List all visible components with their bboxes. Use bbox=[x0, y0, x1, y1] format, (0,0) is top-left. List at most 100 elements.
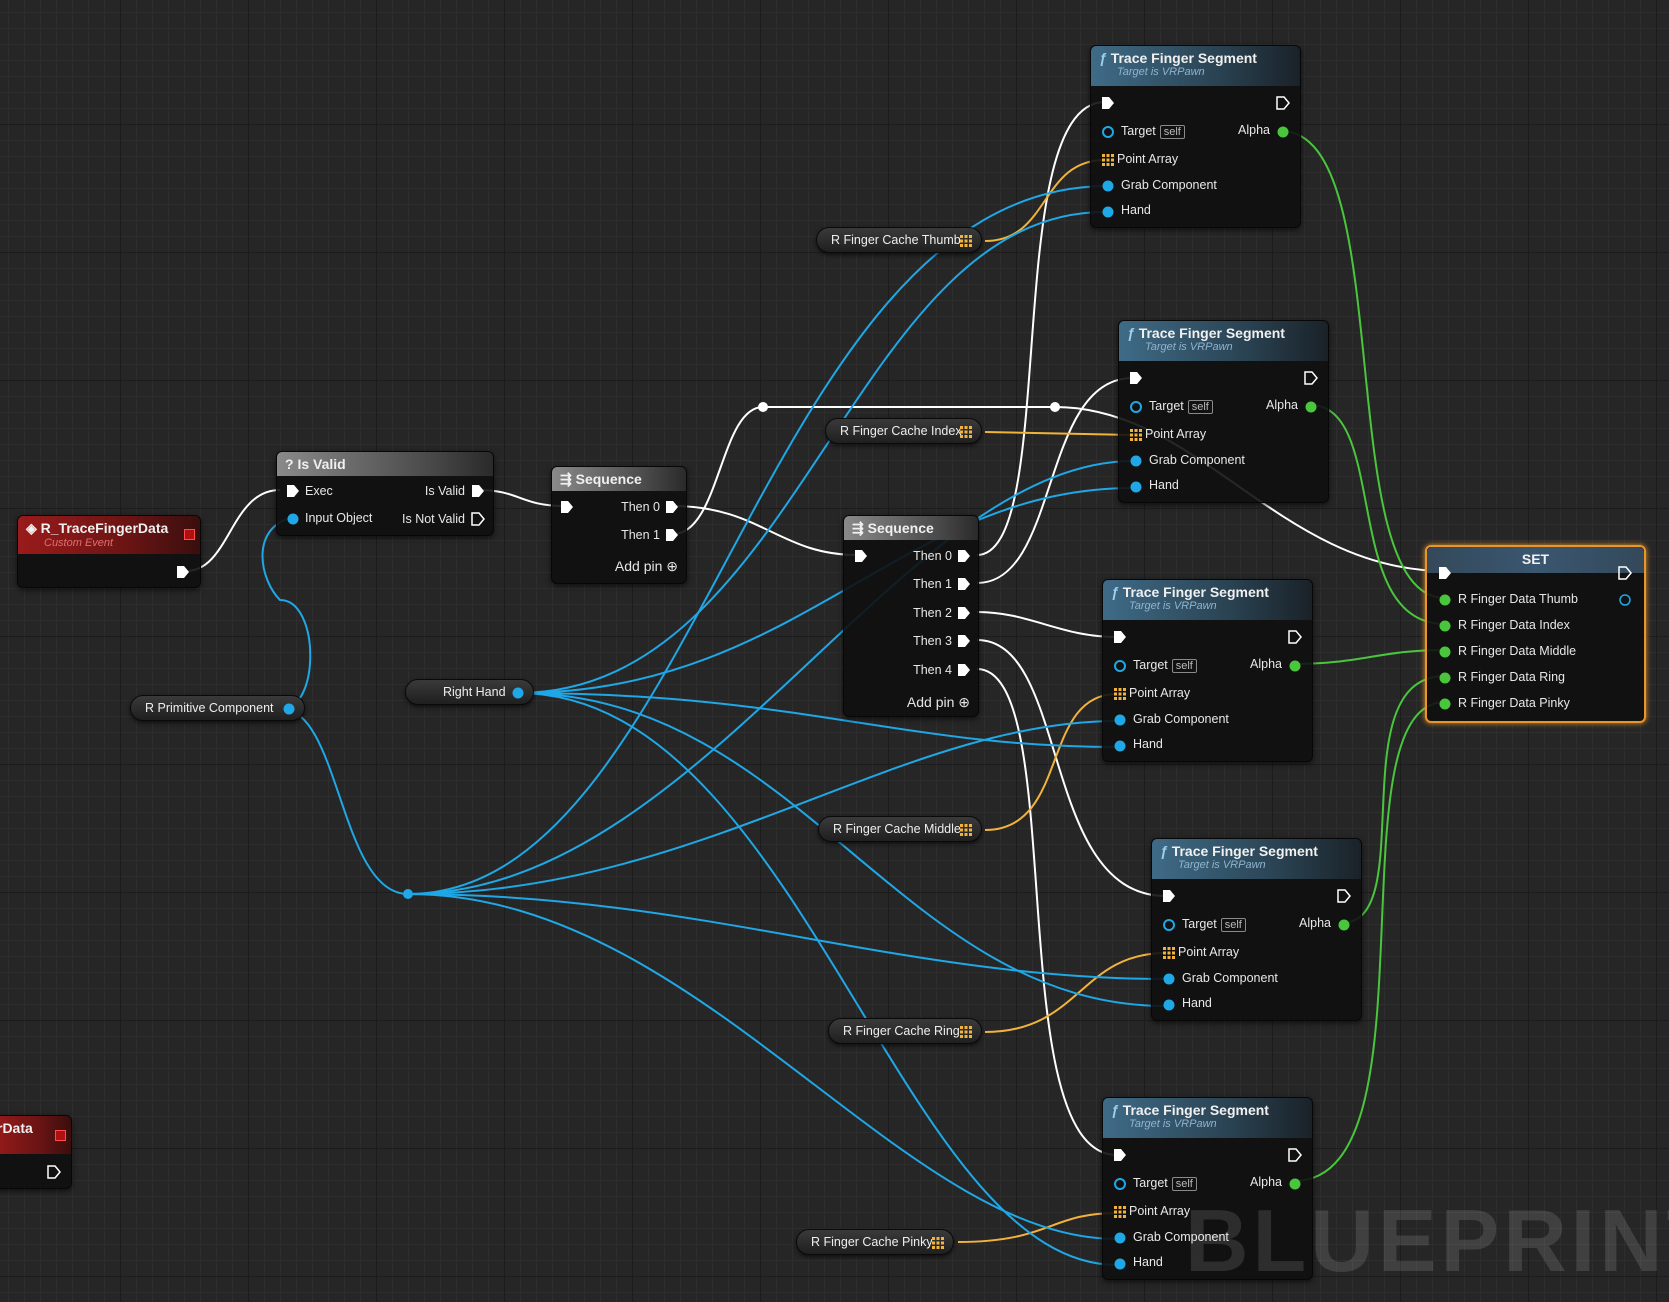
point-array-pin[interactable] bbox=[1162, 946, 1176, 960]
then-1-pin[interactable] bbox=[957, 577, 971, 591]
grab-component-pin[interactable] bbox=[1101, 179, 1115, 193]
trace-finger-segment-node-5[interactable]: ƒ Trace Finger Segment Target is VRPawn … bbox=[1102, 1097, 1313, 1280]
var-finger-cache-ring[interactable]: R Finger Cache Ring bbox=[828, 1018, 982, 1044]
finger-data-index-pin[interactable] bbox=[1438, 619, 1452, 633]
then-0-pin[interactable] bbox=[665, 500, 679, 514]
exec-out-pin[interactable] bbox=[1618, 566, 1632, 580]
array-out-pin[interactable] bbox=[959, 425, 973, 439]
exec-out-pin[interactable] bbox=[1304, 371, 1318, 385]
var-finger-cache-thumb[interactable]: R Finger Cache Thumb bbox=[816, 227, 982, 253]
array-out-pin[interactable] bbox=[959, 1025, 973, 1039]
exec-out-pin[interactable] bbox=[176, 565, 190, 579]
partial-event-title: rData bbox=[0, 1120, 33, 1136]
alpha-pin[interactable] bbox=[1304, 400, 1318, 414]
trace-finger-segment-node-1[interactable]: ƒ Trace Finger Segment Target is VRPawn … bbox=[1090, 45, 1301, 228]
hand-pin[interactable] bbox=[1101, 205, 1115, 219]
point-array-pin[interactable] bbox=[1101, 153, 1115, 167]
input-object-label: Input Object bbox=[305, 511, 373, 525]
array-out-pin[interactable] bbox=[959, 234, 973, 248]
add-pin-button[interactable]: Add pin ⊕ bbox=[906, 694, 970, 710]
exec-in-pin[interactable] bbox=[286, 484, 300, 498]
then-3-pin[interactable] bbox=[957, 634, 971, 648]
object-out-pin[interactable] bbox=[282, 702, 296, 716]
function-icon: ƒ bbox=[1099, 50, 1111, 66]
add-pin-button[interactable]: Add pin ⊕ bbox=[614, 558, 678, 574]
exec-in-pin[interactable] bbox=[854, 549, 868, 563]
exec-in-pin[interactable] bbox=[1113, 630, 1127, 644]
is-not-valid-out-pin[interactable] bbox=[471, 512, 485, 526]
exec-wire bbox=[976, 101, 1106, 556]
finger-data-middle-pin[interactable] bbox=[1438, 645, 1452, 659]
var-finger-cache-pinky[interactable]: R Finger Cache Pinky bbox=[796, 1229, 954, 1255]
array-out-pin[interactable] bbox=[931, 1236, 945, 1250]
exec-in-pin[interactable] bbox=[1113, 1148, 1127, 1162]
point-array-pin[interactable] bbox=[1113, 1205, 1127, 1219]
alpha-pin[interactable] bbox=[1337, 918, 1351, 932]
finger-data-pinky-pin[interactable] bbox=[1438, 697, 1452, 711]
sequence-node-1[interactable]: ⇶ Sequence Then 0 Then 1 Add pin ⊕ bbox=[551, 466, 687, 584]
var-right-hand[interactable]: Right Hand bbox=[405, 679, 534, 705]
exec-in-pin[interactable] bbox=[1129, 371, 1143, 385]
hand-label: Hand bbox=[1121, 203, 1151, 217]
hand-pin[interactable] bbox=[1113, 739, 1127, 753]
grab-component-pin[interactable] bbox=[1129, 454, 1143, 468]
target-pin[interactable] bbox=[1113, 1177, 1127, 1191]
is-valid-node[interactable]: ? Is Valid Exec Input Object Is Valid Is… bbox=[276, 451, 494, 536]
alpha-pin[interactable] bbox=[1276, 125, 1290, 139]
hand-pin[interactable] bbox=[1162, 998, 1176, 1012]
point-array-pin[interactable] bbox=[1129, 428, 1143, 442]
then-1-pin[interactable] bbox=[665, 528, 679, 542]
exec-in-pin[interactable] bbox=[1101, 96, 1115, 110]
hand-pin[interactable] bbox=[1113, 1257, 1127, 1271]
trace-finger-segment-node-4[interactable]: ƒ Trace Finger Segment Target is VRPawn … bbox=[1151, 838, 1362, 1021]
target-pin[interactable] bbox=[1162, 918, 1176, 932]
finger-data-thumb-pin[interactable] bbox=[1438, 593, 1452, 607]
trace-finger-segment-node-2[interactable]: ƒ Trace Finger Segment Target is VRPawn … bbox=[1118, 320, 1329, 503]
hand-pin[interactable] bbox=[1129, 480, 1143, 494]
then-4-pin[interactable] bbox=[957, 663, 971, 677]
partial-event-node[interactable]: rData bbox=[0, 1115, 72, 1189]
finger-data-ring-pin[interactable] bbox=[1438, 671, 1452, 685]
exec-out-pin[interactable] bbox=[1276, 96, 1290, 110]
array-out-pin[interactable] bbox=[959, 823, 973, 837]
set-output-pin[interactable] bbox=[1618, 593, 1632, 607]
grab-component-pin[interactable] bbox=[1113, 713, 1127, 727]
exec-out-pin[interactable] bbox=[47, 1165, 61, 1179]
exec-in-pin[interactable] bbox=[1438, 566, 1452, 580]
exec-in-pin[interactable] bbox=[560, 500, 574, 514]
function-title: ƒ Trace Finger Segment bbox=[1111, 1102, 1269, 1118]
grab-component-pin[interactable] bbox=[1113, 1231, 1127, 1245]
trace-finger-segment-node-3[interactable]: ƒ Trace Finger Segment Target is VRPawn … bbox=[1102, 579, 1313, 762]
is-valid-out-pin[interactable] bbox=[471, 484, 485, 498]
exec-out-pin[interactable] bbox=[1288, 1148, 1302, 1162]
reroute-knot bbox=[1050, 402, 1060, 412]
var-finger-cache-middle[interactable]: R Finger Cache Middle bbox=[818, 816, 982, 842]
target-pin[interactable] bbox=[1113, 659, 1127, 673]
object-out-pin[interactable] bbox=[511, 686, 525, 700]
then-2-pin[interactable] bbox=[957, 606, 971, 620]
grab-component-label: Grab Component bbox=[1133, 1230, 1229, 1244]
var-finger-cache-index[interactable]: R Finger Cache Index bbox=[825, 418, 982, 444]
var-primitive-component[interactable]: R Primitive Component bbox=[130, 695, 305, 721]
target-pin[interactable] bbox=[1129, 400, 1143, 414]
target-pin[interactable] bbox=[1101, 125, 1115, 139]
float-wire bbox=[1341, 675, 1446, 924]
exec-out-pin[interactable] bbox=[1288, 630, 1302, 644]
exec-wire bbox=[976, 611, 1118, 638]
grab-component-pin[interactable] bbox=[1162, 972, 1176, 986]
point-array-pin[interactable] bbox=[1113, 687, 1127, 701]
then-2-label: Then 2 bbox=[913, 606, 952, 620]
then-0-pin[interactable] bbox=[957, 549, 971, 563]
finger-data-ring-label: R Finger Data Ring bbox=[1458, 670, 1565, 684]
alpha-label: Alpha bbox=[1250, 1175, 1282, 1189]
exec-in-pin[interactable] bbox=[1162, 889, 1176, 903]
alpha-pin[interactable] bbox=[1288, 659, 1302, 673]
function-icon: ƒ bbox=[1111, 1102, 1123, 1118]
custom-event-node[interactable]: ◈ R_TraceFingerData Custom Event bbox=[17, 515, 201, 588]
set-node[interactable]: SET R Finger Data Thumb R Finger Data In… bbox=[1425, 545, 1646, 723]
alpha-pin[interactable] bbox=[1288, 1177, 1302, 1191]
sequence-node-2[interactable]: ⇶ Sequence Then 0 Then 1 Then 2 Then 3 T… bbox=[843, 515, 979, 717]
input-object-pin[interactable] bbox=[286, 512, 300, 526]
exec-out-pin[interactable] bbox=[1337, 889, 1351, 903]
